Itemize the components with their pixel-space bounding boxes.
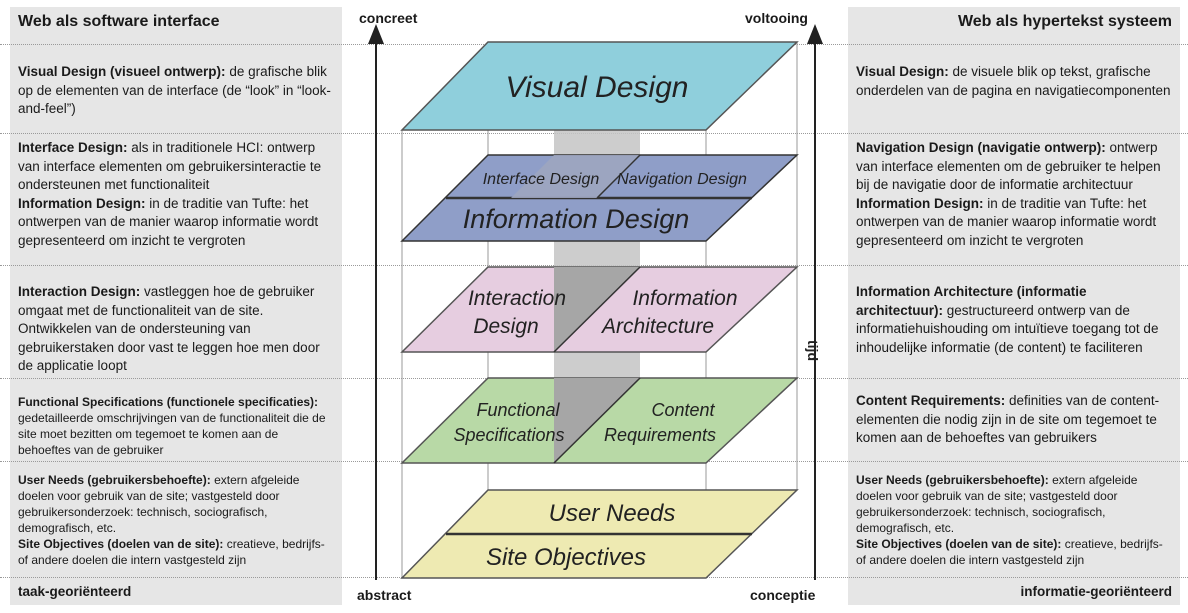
- plane-label-information-architecture-line2: Architecture: [600, 315, 714, 338]
- right-column-footer: informatie-georiënteerd: [1020, 584, 1172, 599]
- plane-label-content-line1: Content: [651, 400, 715, 420]
- label-concreet: concreet: [359, 10, 418, 26]
- plane-label-visual-design: Visual Design: [506, 71, 689, 104]
- plane-label-functional-line1: Functional: [476, 400, 560, 420]
- right-section-content-requirements: Content Requirements: definities van de …: [856, 393, 1160, 445]
- plane-label-interface-design: Interface Design: [483, 171, 600, 188]
- left-section-functional-specifications: Functional Specifications (functionele s…: [18, 395, 326, 457]
- left-column: Web als software interface Visual Design…: [10, 7, 342, 605]
- plane-label-functional-line2: Specifications: [453, 425, 564, 445]
- plane-interaction-design: [400, 266, 799, 353]
- plane-label-navigation-design: Navigation Design: [617, 171, 747, 188]
- right-section-navigation-information-design: Navigation Design (navigatie ontwerp): o…: [856, 140, 1161, 248]
- label-voltooing: voltooing: [745, 10, 808, 26]
- left-column-header: Web als software interface: [18, 13, 220, 30]
- left-section-user-needs-site-objectives: User Needs (gebruikersbehoefte): extern …: [18, 473, 325, 567]
- plane-visual-design: [400, 41, 799, 131]
- plane-label-information-design: Information Design: [463, 204, 690, 234]
- plane-label-interaction-line2: Design: [473, 315, 538, 338]
- plane-label-information-architecture-line1: Information: [632, 287, 737, 310]
- plane-label-content-line2: Requirements: [604, 425, 716, 445]
- plane-functional-specifications: [400, 377, 799, 464]
- right-column-header: Web als hypertekst systeem: [957, 13, 1172, 30]
- plane-label-user-needs: User Needs: [549, 500, 676, 527]
- label-conceptie: conceptie: [750, 587, 816, 603]
- left-column-footer: taak-georiënteerd: [18, 584, 132, 599]
- right-section-information-architecture: Information Architecture (informatie arc…: [856, 284, 1159, 355]
- left-section-interface-information-design: Interface Design: als in traditionele HC…: [18, 140, 322, 248]
- right-column: Web als hypertekst systeem Visual Design…: [848, 7, 1180, 605]
- plane-label-site-objectives: Site Objectives: [486, 544, 646, 571]
- left-section-interaction-design: Interaction Design: vastleggen hoe de ge…: [18, 284, 320, 373]
- label-abstract: abstract: [357, 587, 412, 603]
- label-tijd: tijd: [805, 340, 821, 361]
- right-section-visual-design: Visual Design: de visuele blik op tekst,…: [856, 64, 1171, 98]
- plane-label-interaction-line1: Interaction: [468, 287, 566, 310]
- right-section-user-needs-site-objectives: User Needs (gebruikersbehoefte): extern …: [856, 473, 1163, 567]
- left-section-visual-design: Visual Design (visueel ontwerp): de graf…: [18, 64, 331, 116]
